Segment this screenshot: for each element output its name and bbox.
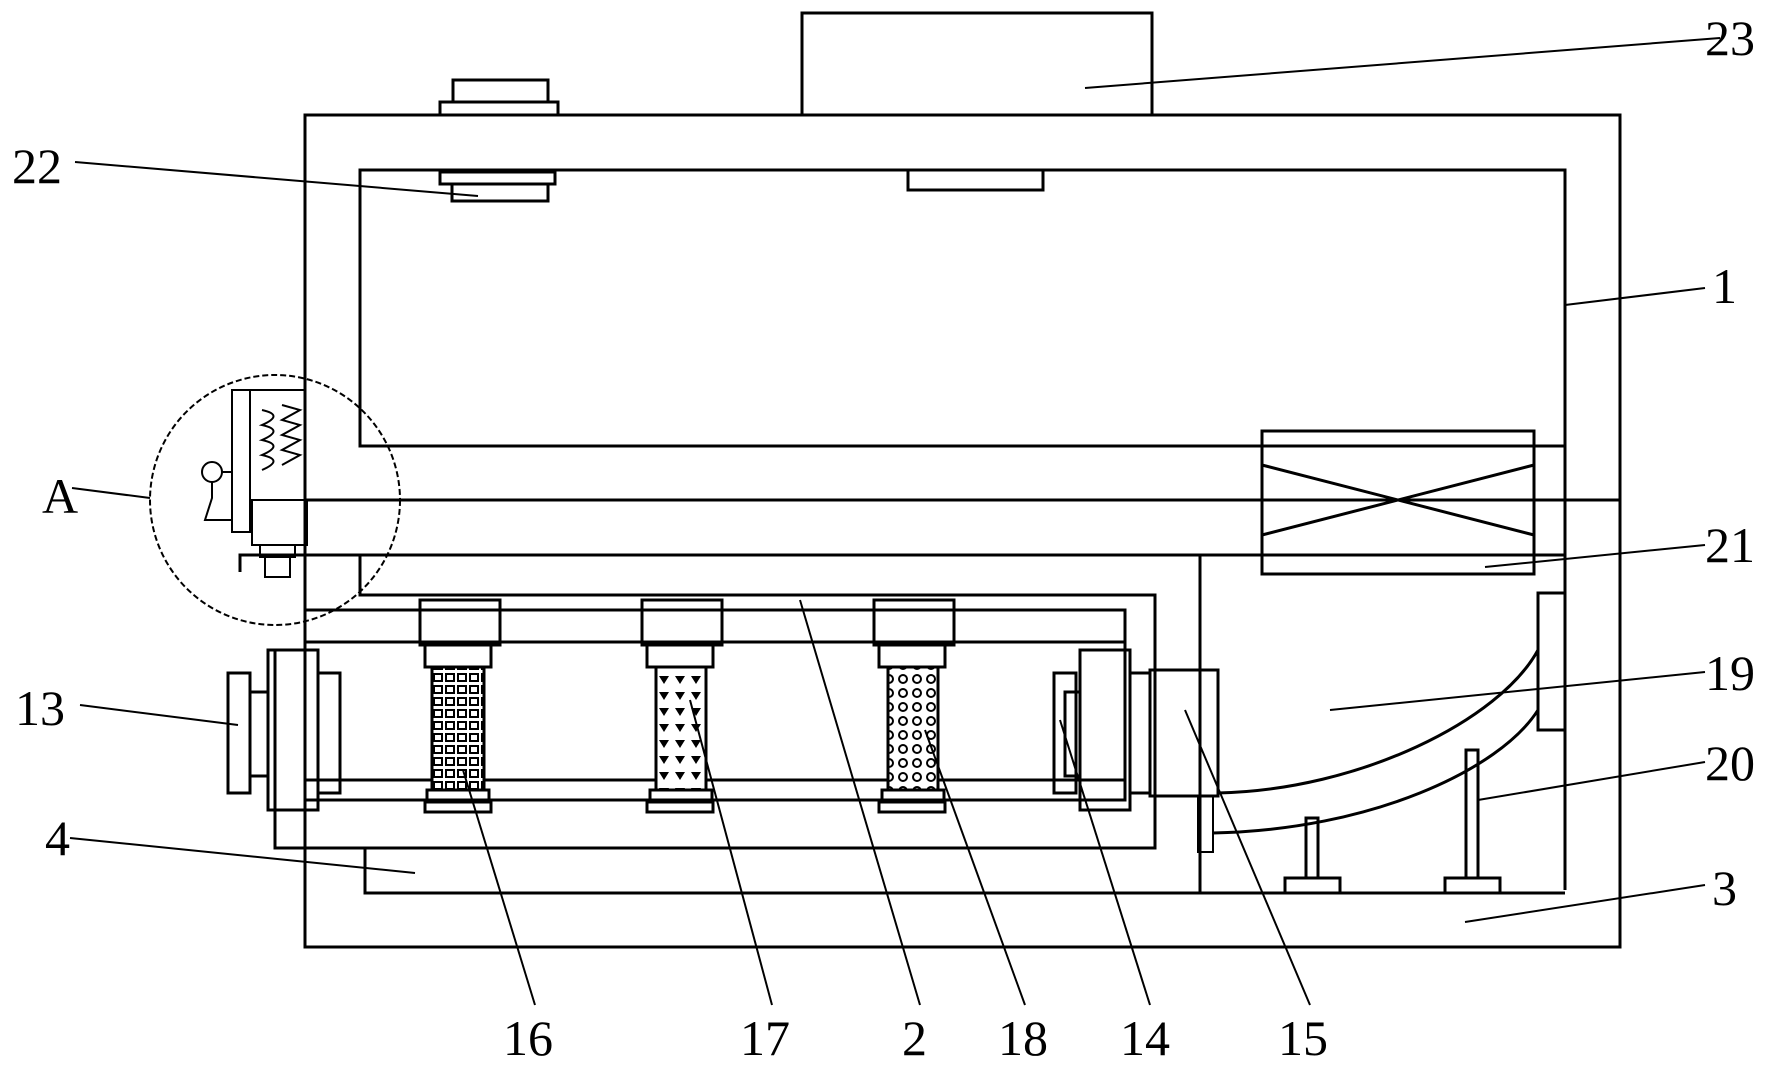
- fan-box: [1260, 429, 1536, 576]
- hatch-assembly: [438, 78, 560, 203]
- label-4: 4: [45, 810, 70, 866]
- label-17: 17: [740, 1010, 790, 1066]
- label-2: 2: [902, 1010, 927, 1066]
- horizontal-channel: [305, 446, 1620, 890]
- filter-column-18: [872, 598, 956, 814]
- label-1: 1: [1712, 258, 1737, 314]
- support-legs: [1283, 748, 1502, 895]
- upper-chamber: [358, 168, 1567, 448]
- outer-housing: [303, 113, 1622, 949]
- label-23: 23: [1705, 10, 1755, 66]
- label-a: A: [42, 468, 78, 524]
- motor: [1148, 668, 1220, 853]
- label-16: 16: [503, 1010, 553, 1066]
- left-clamp: [226, 648, 342, 812]
- label-22: 22: [12, 138, 62, 194]
- leader-lines: [69, 37, 1721, 1006]
- label-3: 3: [1712, 860, 1737, 916]
- label-15: 15: [1278, 1010, 1328, 1066]
- label-14: 14: [1120, 1010, 1170, 1066]
- filter-column-16: [418, 598, 502, 814]
- label-18: 18: [998, 1010, 1048, 1066]
- label-19: 19: [1705, 645, 1755, 701]
- right-partition: [1198, 555, 1567, 893]
- label-20: 20: [1705, 735, 1755, 791]
- drawer-frame: [273, 555, 1157, 850]
- curved-pipe: [1212, 649, 1540, 835]
- part-labels: 23 1 22 A 21 19 20 3 13 4 16 17 2 18 14 …: [12, 10, 1755, 1066]
- detail-a-mechanism: [149, 374, 401, 626]
- label-21: 21: [1705, 517, 1755, 573]
- bottom-tray: [363, 848, 1565, 895]
- top-box: [800, 11, 1154, 117]
- right-clamp: [1052, 648, 1152, 812]
- label-13: 13: [15, 680, 65, 736]
